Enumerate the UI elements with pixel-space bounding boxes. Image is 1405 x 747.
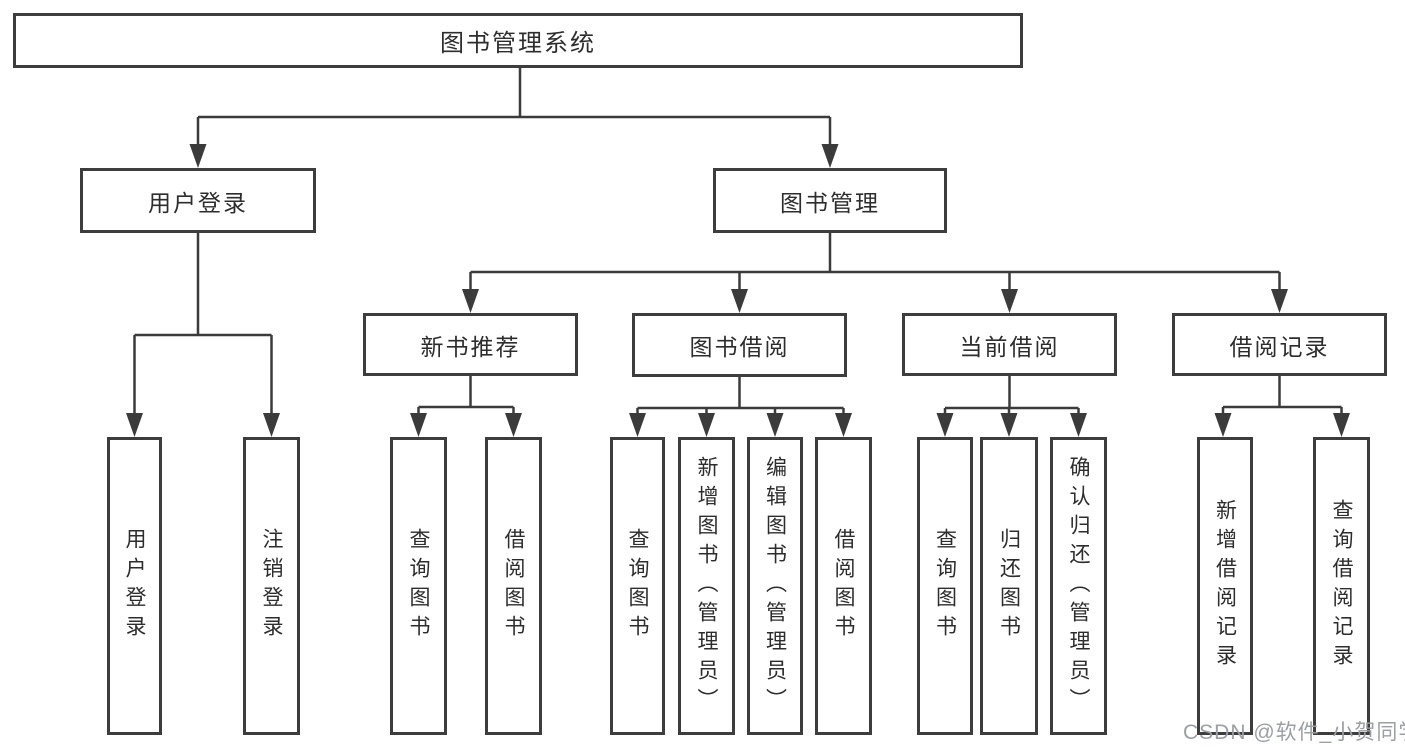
leaf-borrow-books-1: 借阅图书 [485,437,542,735]
leaf-return-books: 归还图书 [980,437,1038,735]
leaf-add-books-admin: 新增图书（管理员） [678,437,735,735]
node-borrow-records-label: 借阅记录 [1229,333,1330,360]
leaf-add-borrow-record: 新增借阅记录 [1197,437,1253,735]
leaf-search-books-3: 查询图书 [917,437,973,735]
leaf-add-books-admin-label: 新增图书（管理员） [695,455,718,717]
leaf-edit-books-admin-label: 编辑图书（管理员） [763,455,787,717]
leaf-search-borrow-record: 查询借阅记录 [1313,437,1370,735]
leaf-confirm-return-admin: 确认归还（管理员） [1050,437,1107,735]
node-library-management-system-label: 图书管理系统 [440,30,596,57]
leaf-search-books-1-label: 查询图书 [407,528,430,644]
leaf-logout: 注销登录 [243,437,300,735]
node-new-book-recommend-label: 新书推荐 [420,333,521,360]
node-user-login: 用户登录 [80,168,316,233]
leaf-edit-books-admin: 编辑图书（管理员） [747,437,803,735]
node-current-borrowing: 当前借阅 [902,313,1117,376]
leaf-logout-label: 注销登录 [260,528,283,644]
node-book-management: 图书管理 [713,168,947,233]
node-book-borrowing: 图书借阅 [632,313,847,377]
leaf-return-books-label: 归还图书 [997,528,1021,644]
node-new-book-recommend: 新书推荐 [363,313,578,376]
leaf-search-borrow-record-label: 查询借阅记录 [1330,499,1353,673]
leaf-user-login: 用户登录 [107,437,162,735]
leaf-borrow-books-2-label: 借阅图书 [832,528,855,644]
node-user-login-label: 用户登录 [148,189,248,216]
leaf-add-borrow-record-label: 新增借阅记录 [1213,499,1237,673]
leaf-search-books-1: 查询图书 [390,437,447,735]
leaf-search-books-2-label: 查询图书 [626,528,649,644]
csdn-watermark: CSDN @软件_小贺同学 [1183,721,1405,744]
leaf-borrow-books-2: 借阅图书 [815,437,872,735]
node-book-borrowing-label: 图书借阅 [689,334,790,360]
leaf-search-books-3-label: 查询图书 [933,528,957,644]
leaf-search-books-2: 查询图书 [610,437,665,735]
leaf-confirm-return-admin-label: 确认归还（管理员） [1067,455,1090,717]
leaf-user-login-label: 用户登录 [123,528,146,644]
leaf-borrow-books-1-label: 借阅图书 [502,528,525,644]
node-book-management-label: 图书管理 [780,189,880,216]
node-current-borrowing-label: 当前借阅 [959,333,1060,360]
node-library-management-system: 图书管理系统 [13,13,1023,68]
node-borrow-records: 借阅记录 [1172,313,1387,376]
